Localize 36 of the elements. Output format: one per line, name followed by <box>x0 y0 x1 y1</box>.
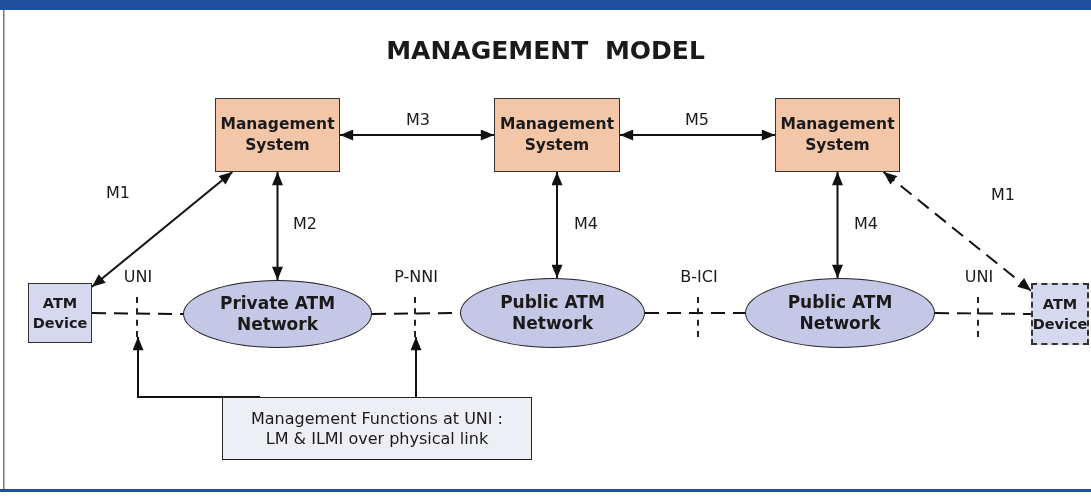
device-box: ATM Device <box>1031 283 1089 345</box>
dashed-link-line <box>91 312 184 315</box>
network-ellipse: Private ATM Network <box>183 280 372 348</box>
dashed-link-line <box>644 312 746 314</box>
network-ellipse: Public ATM Network <box>745 278 935 348</box>
title: MANAGEMENT MODEL <box>385 36 706 65</box>
interface-label: UNI <box>123 267 153 286</box>
management-system-box: Management System <box>494 98 620 172</box>
edge-label: M3 <box>406 110 430 129</box>
interface-tick <box>414 297 418 337</box>
double-arrow <box>832 171 843 279</box>
edge-label: M5 <box>685 110 709 129</box>
dashed-link-line <box>934 312 1032 315</box>
double-arrow <box>882 171 1032 292</box>
management-system-box: Management System <box>215 98 340 172</box>
note-box: Management Functions at UNI : LM & ILMI over physical link <box>222 397 532 460</box>
double-arrow <box>339 129 495 141</box>
interface-tick <box>697 297 701 337</box>
double-arrow <box>91 171 234 288</box>
interface-tick <box>136 297 140 337</box>
edge-label: M4 <box>854 214 878 233</box>
double-arrow <box>619 129 776 141</box>
double-arrow <box>551 171 563 279</box>
interface-label: B-ICI <box>680 267 718 286</box>
interface-tick <box>977 297 981 337</box>
edge-label: M4 <box>574 214 598 233</box>
double-arrow <box>272 171 283 281</box>
management-system-box: Management System <box>775 98 900 172</box>
network-ellipse: Public ATM Network <box>460 278 645 348</box>
edge-label: M1 <box>991 185 1015 204</box>
device-box: ATM Device <box>28 283 92 343</box>
interface-label: UNI <box>964 267 994 286</box>
interface-label: P-NNI <box>394 267 438 286</box>
edge-label: M2 <box>293 214 317 233</box>
arrow <box>410 336 422 398</box>
edge-label: M1 <box>106 183 130 202</box>
